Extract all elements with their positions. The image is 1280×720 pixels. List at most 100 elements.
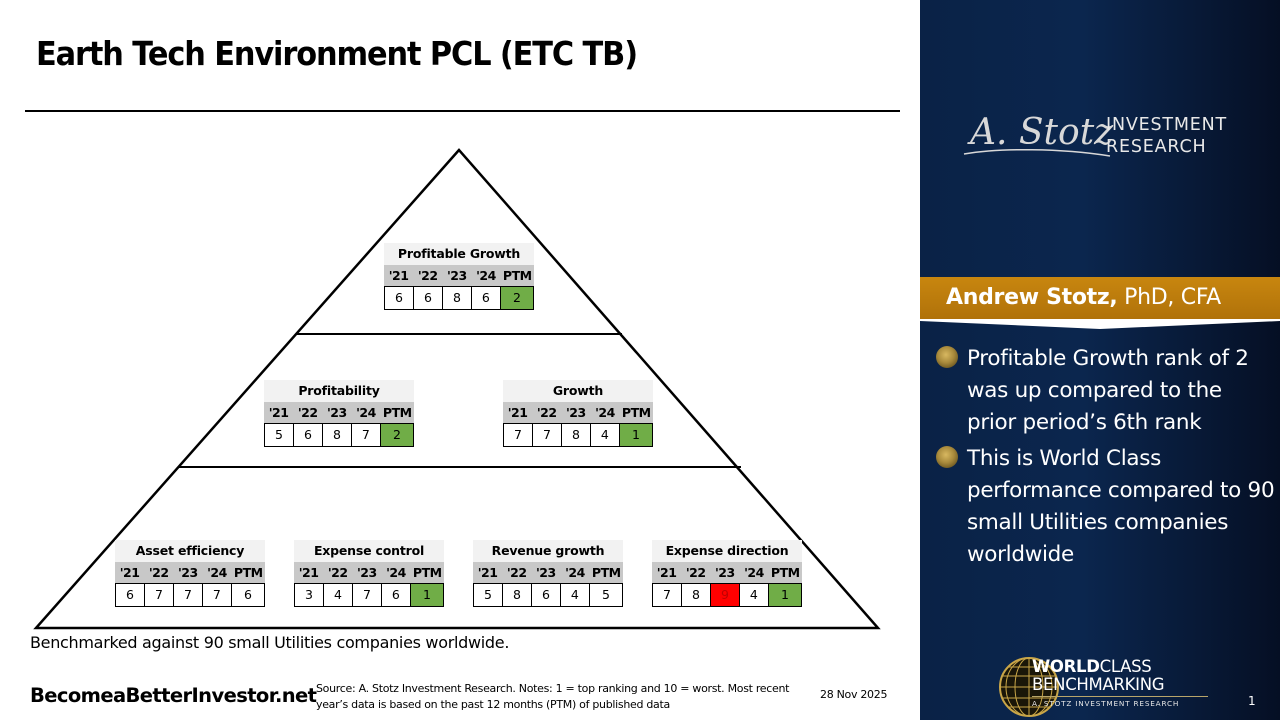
wcb-divider (1032, 696, 1208, 697)
rank-cell: 5 (264, 424, 293, 446)
col-header: '21 (656, 565, 677, 580)
col-header: '22 (685, 565, 706, 580)
author-banner: Andrew Stotz, PhD, CFA (920, 277, 1280, 319)
rank-cell: 9 (709, 584, 739, 606)
insight-text: This is World Class performance compared… (967, 446, 1275, 567)
signature-logo-icon: A. Stotz (963, 112, 1114, 157)
rank-cell: 4 (589, 424, 619, 446)
slide-content: Earth Tech Environment PCL (ETC TB) Prof… (25, 34, 900, 711)
col-header: '23 (714, 565, 735, 580)
rank-cell: 8 (501, 584, 531, 606)
rank-cell: 7 (143, 584, 173, 606)
rank-cell: 2 (379, 424, 415, 446)
brand-line2: RESEARCH (1106, 137, 1207, 157)
benchmark-note: Benchmarked against 90 small Utilities c… (30, 633, 510, 652)
sidebar: A. Stotz INVESTMENT RESEARCH Andrew Stot… (920, 0, 1280, 720)
col-header: PTM (770, 565, 800, 580)
table-header: '21 '22 '23 '24 PTM (384, 265, 534, 286)
author-name: Andrew Stotz, (946, 285, 1118, 310)
rank-cell: 8 (680, 584, 710, 606)
rank-cell: 7 (172, 584, 202, 606)
col-header: '24 (476, 268, 496, 283)
col-header: '22 (148, 565, 169, 580)
page-title: Earth Tech Environment PCL (ETC TB) (36, 34, 638, 73)
col-header: PTM (621, 405, 651, 420)
rank-cell: 2 (499, 287, 535, 309)
table-row: 5 8 6 4 5 (473, 583, 624, 607)
rank-cell: 7 (351, 584, 381, 606)
col-header: PTM (412, 565, 442, 580)
table-title: Asset efficiency (115, 540, 265, 562)
rank-cell: 8 (441, 287, 471, 309)
col-header: '21 (268, 405, 289, 420)
author-credentials: PhD, CFA (1117, 285, 1221, 310)
col-header: '23 (356, 565, 377, 580)
rank-cell: 1 (618, 424, 654, 446)
rank-cell: 6 (115, 584, 144, 606)
rank-cell: 4 (738, 584, 768, 606)
rank-cell: 1 (767, 584, 803, 606)
col-header: '23 (535, 565, 556, 580)
col-header: '24 (595, 405, 615, 420)
col-header: '24 (207, 565, 227, 580)
date-label: 28 Nov 2025 (820, 688, 888, 701)
table-title: Expense control (294, 540, 444, 562)
globe-logo-icon (999, 657, 1059, 717)
table-header: '21 '22 '23 '24 PTM (294, 562, 444, 583)
table-revenue-growth: Revenue growth '21 '22 '23 '24 PTM 5 8 6… (473, 540, 624, 607)
table-row: 6 6 8 6 2 (384, 286, 535, 310)
rank-cell: 6 (470, 287, 500, 309)
table-header: '21 '22 '23 '24 PTM (652, 562, 802, 583)
rank-cell: 6 (530, 584, 560, 606)
rank-cell: 7 (201, 584, 231, 606)
table-title: Expense direction (652, 540, 802, 562)
insights-list: Profitable Growth rank of 2 was up compa… (936, 343, 1276, 575)
table-row: 5 6 8 7 2 (264, 423, 415, 447)
rank-cell: 6 (292, 424, 322, 446)
table-title: Growth (503, 380, 653, 402)
insight-text: Profitable Growth rank of 2 was up compa… (967, 346, 1249, 435)
col-header: PTM (382, 405, 412, 420)
pyramid-diagram (33, 148, 881, 630)
table-header: '21 '22 '23 '24 PTM (503, 402, 653, 423)
col-header: PTM (233, 565, 263, 580)
rank-cell: 1 (409, 584, 445, 606)
website-link[interactable]: BecomeaBetterInvestor.net (30, 684, 317, 707)
rank-cell: 8 (560, 424, 590, 446)
col-header: '22 (297, 405, 318, 420)
table-expense-direction: Expense direction '21 '22 '23 '24 PTM 7 … (652, 540, 803, 607)
col-header: '24 (565, 565, 585, 580)
brand-name: INVESTMENT RESEARCH (1106, 114, 1227, 158)
col-header: '21 (298, 565, 319, 580)
wcb-line2: BENCHMARKING (1032, 675, 1165, 694)
wcb-line3: A. STOTZ INVESTMENT RESEARCH (1032, 699, 1180, 708)
brand-signature: A. Stotz (967, 112, 1114, 153)
col-header: '21 (119, 565, 140, 580)
table-profitability: Profitability '21 '22 '23 '24 PTM 5 6 8 … (264, 380, 415, 447)
table-header: '21 '22 '23 '24 PTM (115, 562, 265, 583)
rank-cell: 6 (384, 287, 413, 309)
col-header: '22 (536, 405, 557, 420)
rank-cell: 6 (380, 584, 410, 606)
title-divider (25, 110, 900, 112)
globe-bullet-icon (936, 446, 958, 468)
table-profitable-growth: Profitable Growth '21 '22 '23 '24 PTM 6 … (384, 243, 535, 310)
col-header: '23 (565, 405, 586, 420)
wcb-bold: WORLD (1032, 657, 1100, 676)
table-growth: Growth '21 '22 '23 '24 PTM 7 7 8 4 1 (503, 380, 654, 447)
table-title: Profitable Growth (384, 243, 534, 265)
source-note: Source: A. Stotz Investment Research. No… (316, 682, 790, 711)
col-header: '22 (506, 565, 527, 580)
table-asset-efficiency: Asset efficiency '21 '22 '23 '24 PTM 6 7… (115, 540, 266, 607)
rank-cell: 7 (350, 424, 380, 446)
rank-cell: 7 (531, 424, 561, 446)
col-header: PTM (591, 565, 621, 580)
rank-cell: 6 (230, 584, 266, 606)
col-header: '23 (326, 405, 347, 420)
table-header: '21 '22 '23 '24 PTM (264, 402, 414, 423)
rank-cell: 6 (412, 287, 442, 309)
banner-underline (920, 319, 1280, 329)
rank-cell: 7 (503, 424, 532, 446)
col-header: '23 (177, 565, 198, 580)
wcb-light: CLASS (1099, 657, 1152, 676)
